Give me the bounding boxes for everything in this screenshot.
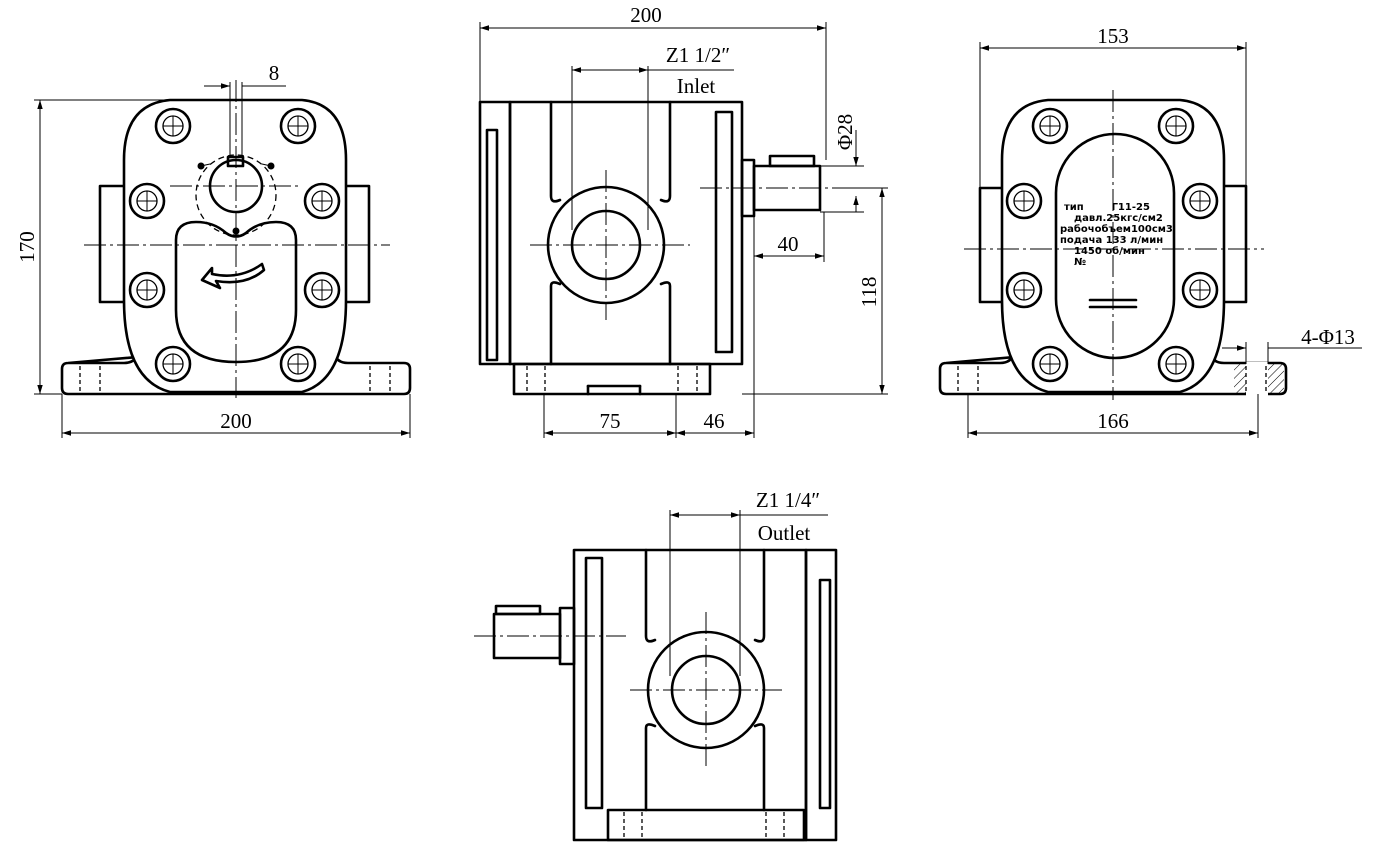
dim-shaft-dia: Φ28	[833, 114, 857, 150]
inlet-thread: Z1 1/2″	[666, 43, 730, 67]
dim-foot-46: 46	[704, 409, 725, 433]
dim-foot-75: 75	[600, 409, 621, 433]
outlet-label: Outlet	[758, 521, 811, 545]
rear-view: тип Г11-25 давл.25кгс/см2 рабочобъем100с…	[938, 24, 1362, 438]
inlet-label: Inlet	[677, 74, 716, 98]
nameplate-serial: №	[1074, 257, 1086, 268]
nameplate: тип Г11-25 давл.25кгс/см2 рабочобъем100с…	[1060, 202, 1173, 268]
nameplate-flow: подача 133 л/мин	[1060, 235, 1163, 246]
nameplate-pressure: давл.25кгс/см2	[1074, 213, 1163, 224]
outlet-thread: Z1 1/4″	[756, 488, 820, 512]
dim-holes: 4-Φ13	[1301, 325, 1355, 349]
dim-base-166: 166	[1097, 409, 1129, 433]
nameplate-volume: рабочобъем100см3	[1060, 223, 1173, 235]
bottom-view: Z1 1/4″ Outlet	[474, 488, 838, 842]
nameplate-speed: 1450 об/мин	[1074, 245, 1145, 257]
nameplate-type: тип Г11-25	[1064, 202, 1150, 213]
dim-shaft-len: 40	[778, 232, 799, 256]
bolt-pattern-front	[128, 107, 341, 383]
front-view: 170 200 8	[15, 61, 412, 438]
dim-height-170: 170	[15, 231, 39, 263]
bolt-pattern-rear	[1005, 107, 1219, 383]
dim-length-200: 200	[630, 3, 662, 27]
dim-rear-width: 153	[1097, 24, 1129, 48]
side-view: 200 Z1 1/2″ Inlet Φ28 40 118 75 46	[478, 3, 888, 438]
dim-axis-height: 118	[857, 277, 881, 308]
dim-key-8: 8	[269, 61, 280, 85]
dim-width-200: 200	[220, 409, 252, 433]
